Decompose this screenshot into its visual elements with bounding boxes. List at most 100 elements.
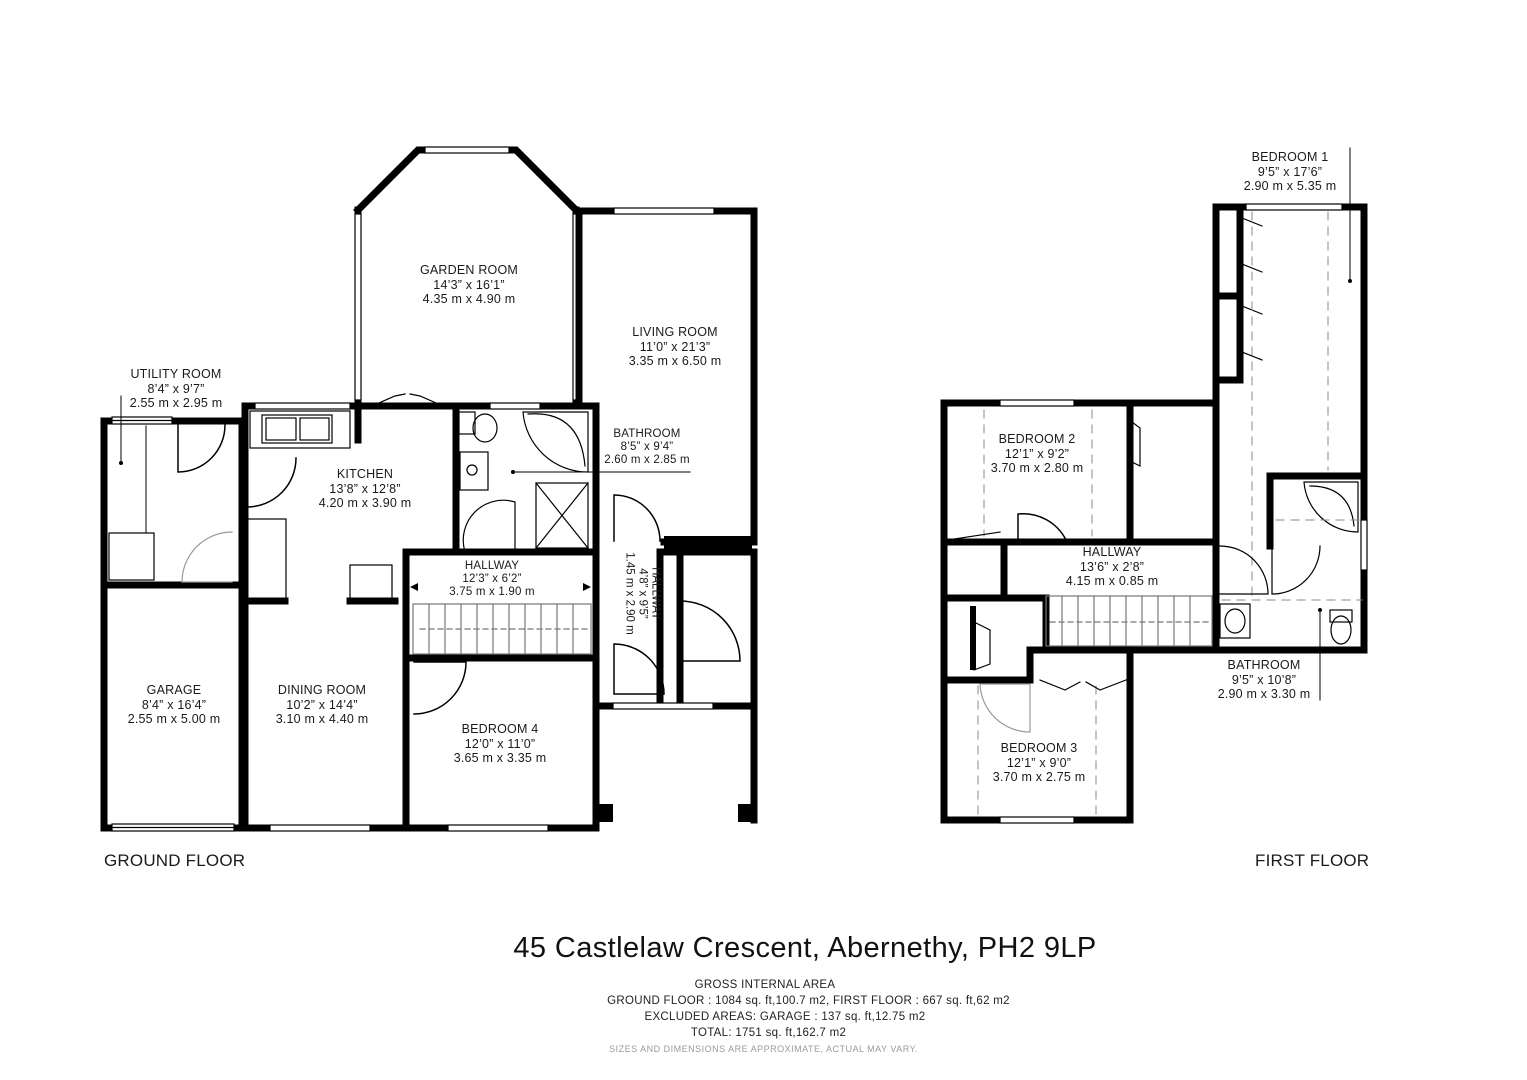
room-imperial: 12’0” x 11’0” — [464, 736, 536, 751]
hallway-vertical-label: HALLWAY 4’8” x 9’5” 1.45 m x 2.90 m — [623, 534, 662, 654]
wardrobe-doors — [1241, 217, 1263, 361]
bedroom3-eaves-lines — [977, 685, 1097, 815]
first-bathroom-fixtures — [1219, 481, 1359, 645]
room-metric: 3.65 m x 3.35 m — [453, 751, 547, 765]
linen-cupboard — [970, 606, 976, 670]
porch-pillar-right — [738, 804, 755, 822]
utility-door-2 — [181, 531, 233, 583]
room-metric: 3.75 m x 1.90 m — [449, 586, 535, 598]
room-metric: 2.90 m x 3.30 m — [1217, 687, 1311, 701]
first-bathroom-window — [1360, 519, 1368, 571]
utility-room-label: UTILITY ROOM 8’4” x 9’7” 2.55 m x 2.95 m — [130, 367, 223, 411]
hallway-horizontal-label: HALLWAY 12’3” x 6’2” 3.75 m x 1.90 m — [449, 560, 534, 599]
bedroom1-eaves-lines — [1251, 211, 1329, 597]
room-metric: 2.55 m x 5.00 m — [127, 712, 221, 726]
bedroom4-window — [447, 824, 549, 832]
room-imperial: 9’5” x 17’6” — [1257, 164, 1323, 179]
room-imperial: 11’0” x 21’3” — [639, 339, 711, 354]
utility-garage-walls — [100, 417, 246, 832]
room-name: BEDROOM 3 — [1000, 741, 1078, 755]
bedroom1-label: BEDROOM 1 9’5” x 17’6” 2.90 m x 5.35 m — [1244, 150, 1337, 194]
bedroom2-window — [999, 399, 1075, 407]
linen-cupboard-door — [973, 621, 991, 671]
room-imperial: 13’8” x 12’8” — [329, 481, 401, 496]
room-metric: 1.45 m x 2.90 m — [623, 552, 636, 635]
room-name: BEDROOM 1 — [1251, 150, 1329, 164]
garden-room-label: GARDEN ROOM 14’3” x 16’1” 4.35 m x 4.90 … — [420, 263, 518, 307]
room-metric: 3.70 m x 2.80 m — [990, 461, 1084, 475]
utility-windows — [111, 416, 235, 832]
room-imperial: 8’5” x 9’4” — [620, 441, 674, 453]
porch-pillar-left — [596, 804, 613, 822]
room-name: HALLWAY — [649, 567, 662, 620]
garage-label: GARAGE 8’4” x 16’4” 2.55 m x 5.00 m — [128, 683, 221, 727]
floor-areas-line: GROUND FLOOR : 1084 sq. ft,100.7 m2, FIR… — [607, 995, 1010, 1007]
bedroom2-label: BEDROOM 2 12’1” x 9’2” 3.70 m x 2.80 m — [991, 432, 1084, 476]
bedroom3-label: BEDROOM 3 12’1” x 9’0” 3.70 m x 2.75 m — [993, 741, 1086, 785]
utility-door — [177, 424, 226, 473]
room-metric: 3.10 m x 4.40 m — [275, 712, 369, 726]
kitchen-door — [246, 457, 297, 508]
ground-bathroom-label: BATHROOM 8’5” x 9’4” 2.60 m x 2.85 m — [604, 428, 689, 467]
room-name: LIVING ROOM — [632, 325, 718, 339]
room-name: BATHROOM — [1227, 658, 1301, 672]
bathroom-window — [489, 402, 541, 410]
bedroom1-wardrobes — [1212, 203, 1244, 384]
first-floor-plan — [940, 147, 1368, 824]
porch-walls — [592, 702, 758, 824]
bedroom2-cupboard-door — [1131, 421, 1141, 467]
room-name: BATHROOM — [613, 428, 681, 440]
disclaimer-text: SIZES AND DIMENSIONS ARE APPROXIMATE, AC… — [609, 1044, 918, 1054]
ground-floor-title: GROUND FLOOR — [104, 851, 246, 870]
room-imperial: 12’3” x 6’2” — [462, 573, 522, 585]
bedroom2-eaves-lines — [983, 409, 1093, 537]
porch-door — [612, 702, 714, 710]
room-imperial: 10’2” x 14’4” — [286, 697, 358, 712]
room-name: BEDROOM 2 — [998, 432, 1076, 446]
utility-appliance — [108, 532, 155, 581]
room-name: DINING ROOM — [277, 683, 367, 697]
bedroom3-walls — [940, 646, 1134, 824]
room-metric: 2.60 m x 2.85 m — [604, 454, 690, 466]
landing-door — [1219, 545, 1269, 595]
room-name: GARAGE — [146, 683, 202, 697]
room-imperial: 9’5” x 10’8” — [1231, 672, 1297, 687]
room-name: KITCHEN — [336, 467, 394, 481]
kitchen-window — [254, 402, 351, 410]
hallway-door-2 — [613, 643, 665, 695]
bedroom3-window — [999, 816, 1075, 824]
living-room-window — [613, 207, 715, 215]
living-room-label: LIVING ROOM 11’0” x 21’3” 3.35 m x 6.50 … — [629, 325, 722, 369]
room-imperial: 13’6” x 2’8” — [1079, 559, 1145, 574]
bedroom2-closet-door — [947, 531, 1001, 541]
bedroom3-wardrobe-doors — [1039, 679, 1127, 691]
ground-floor-plan — [100, 146, 758, 832]
first-hallway-label: HALLWAY 13’6” x 2’8” 4.15 m x 0.85 m — [1066, 545, 1159, 589]
room-name: HALLWAY — [464, 560, 520, 572]
living-room-walls — [575, 207, 758, 546]
room-name: UTILITY ROOM — [130, 367, 222, 381]
kitchen-label: KITCHEN 13’8” x 12’8” 4.20 m x 3.90 m — [319, 467, 412, 511]
first-bathroom-walls — [1212, 472, 1368, 654]
gross-area-heading: GROSS INTERNAL AREA — [694, 979, 836, 991]
bedroom2-door — [1017, 512, 1068, 542]
bedroom3-door — [979, 683, 1031, 733]
bedroom2-walls — [940, 399, 1220, 824]
room-imperial: 4’8” x 9’5” — [636, 568, 649, 619]
first-stairs — [1045, 595, 1213, 647]
room-imperial: 8’4” x 16’4” — [141, 697, 207, 712]
room-name: GARDEN ROOM — [419, 263, 519, 277]
first-bathroom-label: BATHROOM 9’5” x 10’8” 2.90 m x 3.30 m — [1218, 658, 1311, 702]
room-metric: 2.90 m x 5.35 m — [1243, 179, 1337, 193]
dining-room-label: DINING ROOM 10’2” x 14’4” 3.10 m x 4.40 … — [276, 683, 369, 727]
cupboard-walls — [660, 548, 758, 710]
room-imperial: 14’3” x 16’1” — [433, 277, 505, 292]
room-imperial: 12’1” x 9’0” — [1006, 755, 1072, 770]
room-metric: 4.20 m x 3.90 m — [318, 496, 412, 510]
room-metric: 4.15 m x 0.85 m — [1065, 574, 1159, 588]
bedroom1-window — [1245, 203, 1343, 211]
room-metric: 3.70 m x 2.75 m — [992, 770, 1086, 784]
cupboard-door — [679, 600, 741, 662]
ground-bathroom-fixtures — [458, 411, 589, 553]
